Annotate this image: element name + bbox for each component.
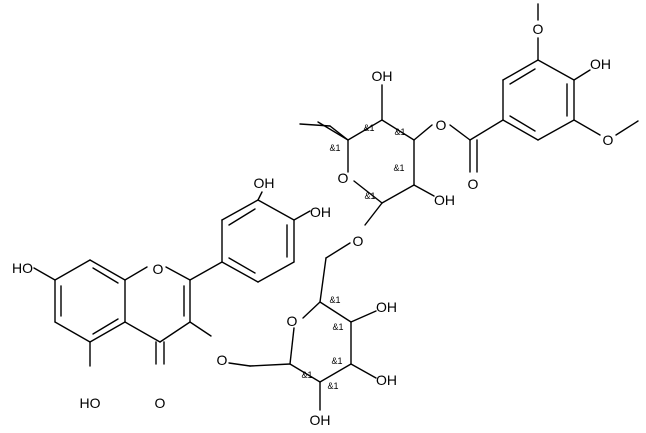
atom-label-o-ring: O: [153, 261, 164, 277]
atom-labels: HO HO O O O OH OH O O OH OH OH O OH OH O…: [12, 21, 614, 428]
atom-label-o-methoxy-1: O: [533, 21, 544, 37]
atom-label-oh-4p: OH: [310, 204, 331, 220]
atom-label-oh-5: HO: [80, 395, 101, 411]
stereo-labels: &1 &1 &1 &1 &1 &1 &1 &1 &1 &1: [301, 123, 405, 391]
glucose-ring-bonds: [249, 242, 377, 411]
a-ring-bonds: [33, 259, 126, 367]
atom-label-o-ester: O: [436, 117, 447, 133]
atom-label-oh-glc-2: OH: [310, 412, 331, 428]
c-ring-bonds: [124, 261, 251, 367]
atom-label-oh-rha-2: OH: [434, 192, 455, 208]
atom-label-o-glucose: O: [287, 313, 298, 329]
b-ring-bonds: [221, 191, 311, 283]
atom-label-oh-glc-3: OH: [376, 372, 397, 388]
stereo-label: &1: [364, 191, 375, 201]
stereo-label: &1: [332, 322, 343, 332]
stereo-label: &1: [301, 370, 312, 380]
stereo-label: &1: [329, 143, 340, 153]
stereo-label: &1: [329, 295, 340, 305]
stereo-label: &1: [363, 123, 374, 133]
syringoyl-bonds: [299, 3, 639, 173]
atom-label-o-ester-carbonyl: O: [468, 176, 479, 192]
atom-label-o-glycoside: O: [217, 352, 228, 368]
atom-label-oh-syringoyl: OH: [590, 56, 611, 72]
atom-label-oh-glc-4: OH: [376, 299, 397, 315]
stereo-label: &1: [327, 381, 338, 391]
atom-label-o-carbonyl: O: [155, 395, 166, 411]
atom-label-o-methoxy-2: O: [603, 132, 614, 148]
atom-label-o-linker: O: [353, 233, 364, 249]
stereo-label: &1: [393, 163, 404, 173]
rhamnose-ring-bonds: [317, 84, 435, 226]
atom-label-oh-7: HO: [12, 260, 33, 276]
atom-label-oh-rha-4: OH: [372, 68, 393, 84]
stereo-label: &1: [331, 356, 342, 366]
stereo-label: &1: [394, 127, 405, 137]
atom-label-o-rhamnose: O: [338, 170, 349, 186]
atom-label-oh-3p: OH: [254, 175, 275, 191]
